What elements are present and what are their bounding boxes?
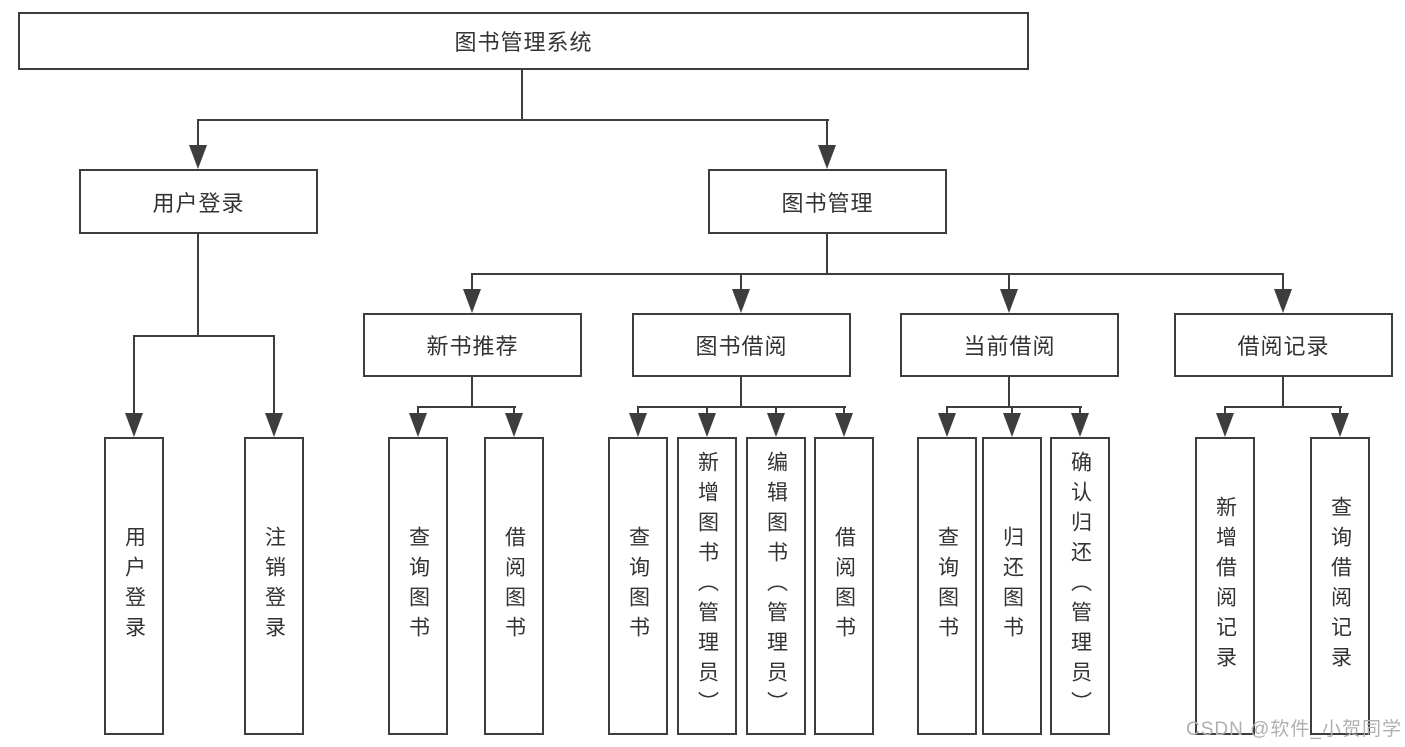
connector-line xyxy=(826,119,828,148)
node-book-management: 图书管理 xyxy=(708,169,947,234)
connector-line xyxy=(1224,406,1226,418)
connector-line xyxy=(1011,406,1013,418)
connector-line xyxy=(1079,406,1081,418)
connector-line xyxy=(133,335,275,337)
connector-line xyxy=(1339,406,1341,418)
node-root-label: 图书管理系统 xyxy=(454,30,593,55)
node-root: 图书管理系统 xyxy=(18,12,1029,70)
connector-line xyxy=(1008,273,1010,293)
connector-line xyxy=(471,377,473,408)
node-borrowing-records: 借阅记录 xyxy=(1174,313,1393,377)
leaf-query-books-recommend: 查询图书 xyxy=(388,437,448,735)
connector-line xyxy=(197,119,199,148)
arrow-down-icon xyxy=(125,413,143,437)
node-book-management-label: 图书管理 xyxy=(781,190,874,216)
arrow-down-icon xyxy=(1274,289,1292,313)
arrow-down-icon xyxy=(1331,413,1349,437)
node-new-book-recommendation: 新书推荐 xyxy=(363,313,582,377)
connector-line xyxy=(637,406,639,418)
arrow-down-icon xyxy=(938,413,956,437)
connector-line xyxy=(197,119,829,121)
watermark: CSDN @软件_小贺同学 xyxy=(1186,719,1402,740)
arrow-down-icon xyxy=(1216,413,1234,437)
connector-line xyxy=(1282,273,1284,293)
connector-line xyxy=(513,406,515,418)
node-user-login: 用户登录 xyxy=(79,169,318,234)
node-current-borrowing-label: 当前借阅 xyxy=(963,334,1056,359)
node-book-borrowing: 图书借阅 xyxy=(632,313,851,377)
connector-line xyxy=(946,406,948,418)
arrow-down-icon xyxy=(732,289,750,313)
node-borrowing-records-label: 借阅记录 xyxy=(1237,334,1330,359)
connector-line xyxy=(1224,406,1342,408)
connector-line xyxy=(740,377,742,408)
node-new-book-recommendation-label: 新书推荐 xyxy=(426,334,519,359)
arrow-down-icon xyxy=(835,413,853,437)
node-user-login-label: 用户登录 xyxy=(152,190,245,216)
arrow-down-icon xyxy=(1003,413,1021,437)
arrow-down-icon xyxy=(1000,289,1018,313)
connector-line xyxy=(1008,377,1010,408)
connector-line xyxy=(471,273,1284,275)
connector-line xyxy=(133,335,135,417)
node-current-borrowing: 当前借阅 xyxy=(900,313,1119,377)
connector-line xyxy=(775,406,777,418)
connector-line xyxy=(417,406,419,418)
connector-line xyxy=(946,406,1082,408)
arrow-down-icon xyxy=(189,145,207,169)
connector-line xyxy=(1282,377,1284,408)
connector-line xyxy=(197,234,199,337)
arrow-down-icon xyxy=(463,289,481,313)
arrow-down-icon xyxy=(505,413,523,437)
connector-line xyxy=(826,234,828,275)
leaf-add-borrow-record: 新增借阅记录 xyxy=(1195,437,1255,735)
leaf-return-books: 归还图书 xyxy=(982,437,1042,735)
leaf-query-books-current: 查询图书 xyxy=(917,437,977,735)
arrow-down-icon xyxy=(409,413,427,437)
connector-line xyxy=(417,406,516,408)
leaf-query-books-borrowing: 查询图书 xyxy=(608,437,668,735)
node-book-borrowing-label: 图书借阅 xyxy=(695,334,788,359)
leaf-add-books-admin: 新增图书（管理员） xyxy=(677,437,737,735)
leaf-edit-books-admin: 编辑图书（管理员） xyxy=(746,437,806,735)
arrow-down-icon xyxy=(698,413,716,437)
connector-line xyxy=(740,273,742,293)
connector-line xyxy=(843,406,845,418)
arrow-down-icon xyxy=(818,145,836,169)
arrow-down-icon xyxy=(767,413,785,437)
connector-line xyxy=(706,406,708,418)
leaf-user-login: 用户登录 xyxy=(104,437,164,735)
leaf-borrow-books-borrowing: 借阅图书 xyxy=(814,437,874,735)
arrow-down-icon xyxy=(629,413,647,437)
leaf-logout: 注销登录 xyxy=(244,437,304,735)
arrow-down-icon xyxy=(265,413,283,437)
connector-line xyxy=(273,335,275,417)
connector-line xyxy=(521,70,523,121)
connector-line xyxy=(637,406,846,408)
leaf-borrow-books-recommend: 借阅图书 xyxy=(484,437,544,735)
arrow-down-icon xyxy=(1071,413,1089,437)
leaf-query-borrow-record: 查询借阅记录 xyxy=(1310,437,1370,735)
leaf-confirm-return-admin: 确认归还（管理员） xyxy=(1050,437,1110,735)
connector-line xyxy=(471,273,473,293)
